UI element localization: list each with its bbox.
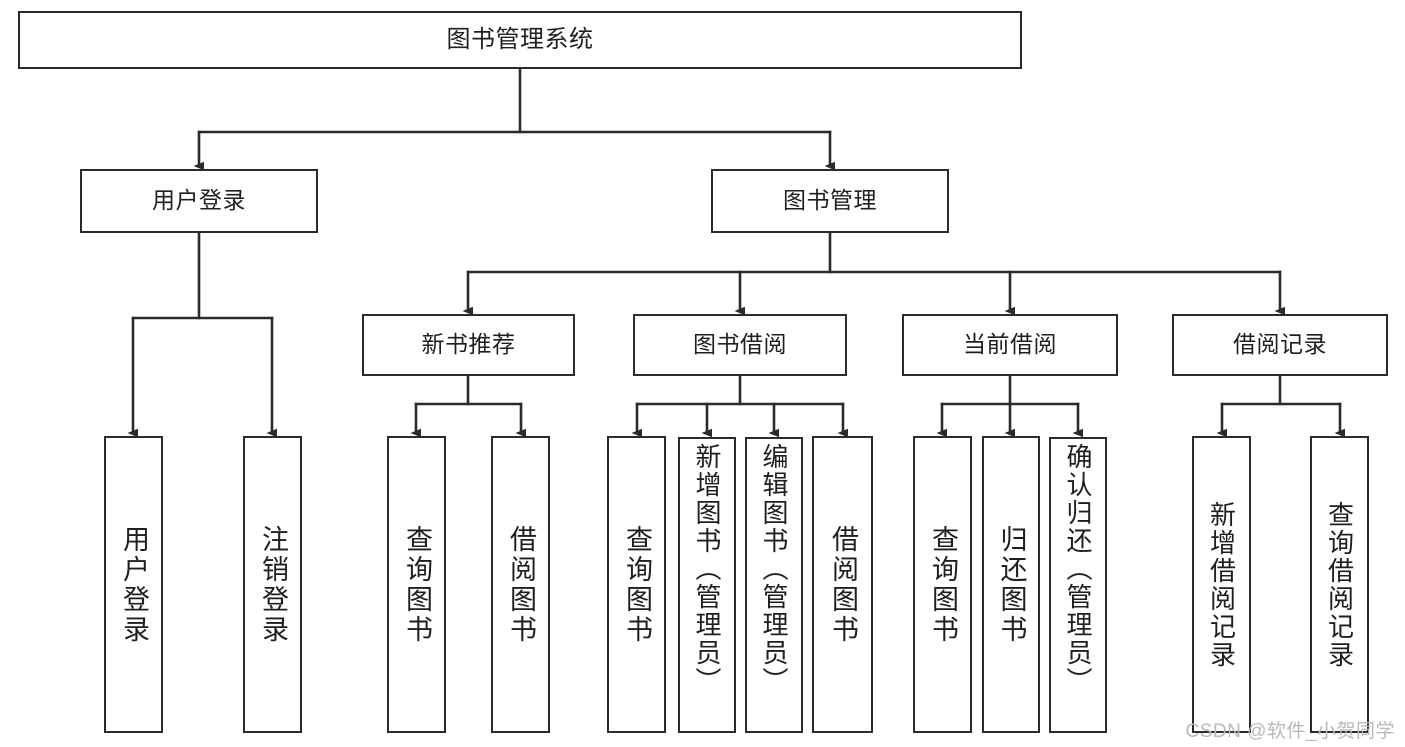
node-leaf-query-borrow-record[interactable]: 查询借阅记录 (1310, 436, 1369, 733)
node-label: 图书借阅 (693, 331, 787, 358)
node-leaf-add-book-admin[interactable]: 新增图书（管理员） (678, 437, 736, 733)
node-label: 图书管理 (783, 187, 877, 214)
node-leaf-query-book-borrow[interactable]: 查询图书 (607, 436, 666, 733)
node-leaf-edit-book-admin[interactable]: 编辑图书（管理员） (745, 437, 803, 733)
node-current-borrow[interactable]: 当前借阅 (902, 314, 1118, 376)
node-label: 归还图书 (996, 524, 1027, 645)
node-borrow-record[interactable]: 借阅记录 (1172, 314, 1388, 376)
node-label: 查询借阅记录 (1324, 500, 1355, 669)
csdn-watermark: CSDN @软件_小贺同学 (1185, 721, 1395, 742)
node-label: 查询图书 (402, 524, 432, 645)
node-leaf-confirm-return-admin[interactable]: 确认归还（管理员） (1049, 437, 1107, 733)
node-leaf-logout-login[interactable]: 注销登录 (243, 436, 302, 733)
node-leaf-query-book-current[interactable]: 查询图书 (913, 436, 972, 733)
node-leaf-user-login[interactable]: 用户登录 (104, 436, 163, 733)
node-label: 借阅图书 (828, 524, 858, 645)
node-label: 新增借阅记录 (1206, 500, 1237, 669)
node-label: 新书推荐 (421, 331, 516, 358)
node-label: 借阅记录 (1233, 331, 1327, 358)
node-book-borrow[interactable]: 图书借阅 (633, 314, 847, 376)
node-label: 确认归还（管理员） (1063, 443, 1093, 695)
node-leaf-return-book[interactable]: 归还图书 (982, 436, 1040, 733)
node-leaf-add-borrow-record[interactable]: 新增借阅记录 (1192, 436, 1251, 733)
node-label: 查询图书 (622, 524, 652, 645)
node-label: 注销登录 (258, 524, 288, 645)
node-label: 用户登录 (152, 187, 246, 214)
node-book-management[interactable]: 图书管理 (711, 169, 949, 233)
node-root-book-management-system[interactable]: 图书管理系统 (18, 11, 1022, 69)
node-label: 新增图书（管理员） (692, 443, 722, 695)
node-label: 用户登录 (119, 524, 149, 645)
node-label: 图书管理系统 (446, 25, 594, 53)
node-leaf-borrow-book-recommend[interactable]: 借阅图书 (491, 436, 550, 733)
node-label: 借阅图书 (506, 524, 536, 645)
node-new-book-recommend[interactable]: 新书推荐 (362, 314, 575, 376)
node-label: 查询图书 (928, 524, 958, 645)
node-label: 当前借阅 (963, 331, 1057, 358)
node-user-login[interactable]: 用户登录 (80, 169, 318, 233)
node-label: 编辑图书（管理员） (759, 443, 789, 695)
node-leaf-borrow-book-borrow[interactable]: 借阅图书 (812, 436, 873, 733)
node-leaf-query-book-recommend[interactable]: 查询图书 (387, 436, 446, 733)
